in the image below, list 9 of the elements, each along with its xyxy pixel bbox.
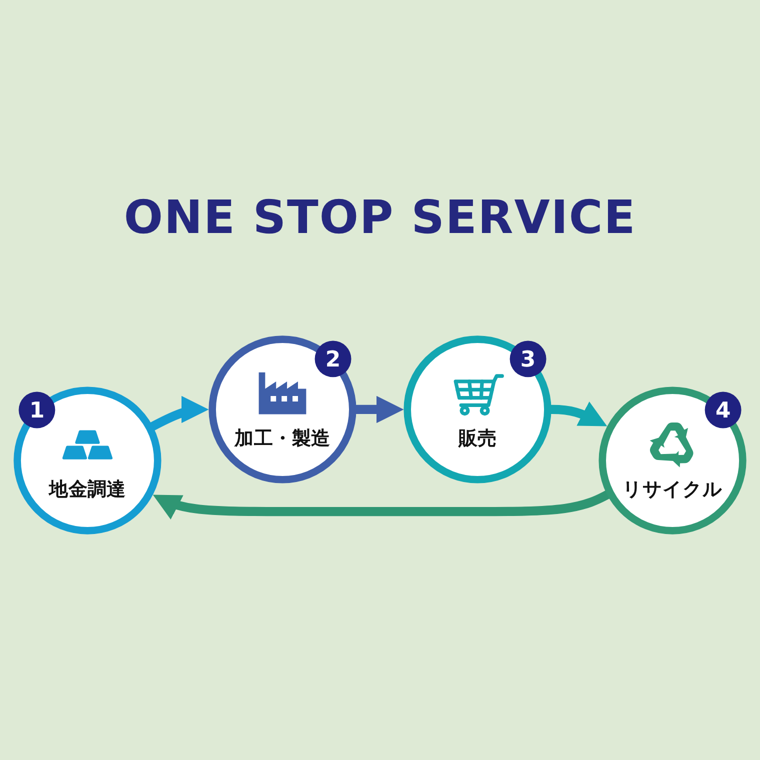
diagram-title: ONE STOP SERVICE	[124, 190, 636, 246]
step-number-badge: 1	[18, 392, 56, 428]
step-number-badge: 2	[314, 340, 352, 378]
step-label: リサイクル	[622, 478, 723, 500]
step-label: 地金調達	[49, 478, 126, 500]
step-label: 加工・製造	[234, 427, 330, 449]
step-number-badge: 3	[510, 340, 546, 378]
step-label: 販売	[458, 427, 497, 449]
step-number-badge: 4	[704, 392, 742, 428]
